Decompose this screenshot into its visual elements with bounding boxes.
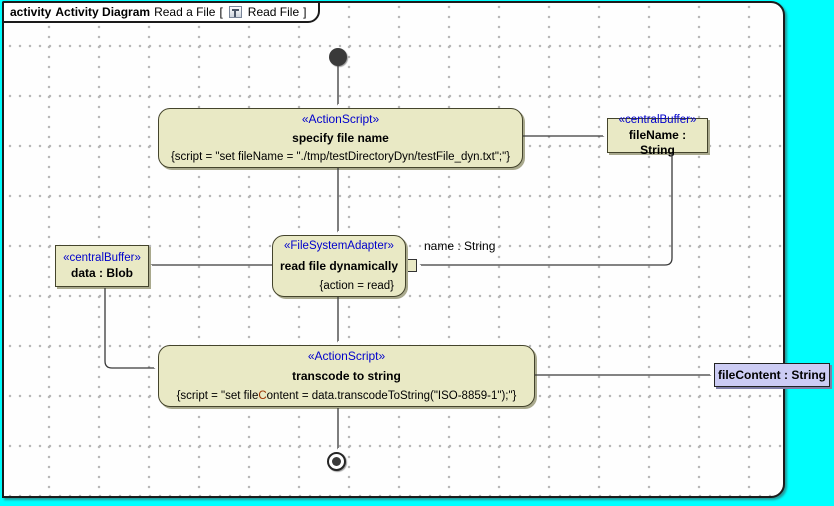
initial-node[interactable] (329, 48, 347, 66)
script-prefix: {script = "set file (176, 390, 259, 402)
action-script-label: {script = "set fileContent = data.transc… (162, 389, 531, 403)
buffer-name-label: fileName : String (628, 128, 687, 157)
object-name-label: fileContent : String (718, 368, 826, 382)
bracket-open: [ (219, 4, 223, 19)
script-highlight-char: C (258, 390, 267, 402)
stereotype-label: «ActionScript» (301, 112, 380, 126)
stereotype-label: «ActionScript» (307, 349, 386, 363)
buffer-name-label: data : Blob (71, 266, 133, 280)
diagram-ref-label: Read File (247, 4, 300, 19)
frame-title-label: Activity Diagram (55, 4, 151, 19)
object-node-filecontent[interactable]: fileContent : String (714, 363, 830, 387)
action-name-label: transcode to string (292, 368, 401, 383)
action-constraint-label: {action = read} (319, 280, 395, 292)
activity-diagram-icon (228, 5, 242, 18)
action-script-label: {script = "set fileName = "./tmp/testDir… (170, 151, 511, 163)
action-transcode-to-string[interactable]: «ActionScript» transcode to string {scri… (158, 345, 535, 407)
activity-final-node[interactable] (327, 452, 346, 471)
frame-kind-label: activity (10, 4, 52, 19)
final-node-dot (332, 457, 341, 466)
action-specify-file-name[interactable]: «ActionScript» specify file name {script… (158, 108, 523, 168)
bracket-close: ] (303, 4, 307, 19)
stereotype-label: «centralBuffer» (63, 252, 141, 264)
centralbuffer-data[interactable]: «centralBuffer» data : Blob (55, 245, 149, 287)
stereotype-label: «FileSystemAdapter» (284, 240, 394, 252)
script-suffix: ontent = data.transcodeToString("ISO-885… (266, 390, 517, 402)
diagram-name-label: Read a File (154, 4, 216, 19)
centralbuffer-filename[interactable]: «centralBuffer» fileName : String (607, 114, 708, 157)
action-read-file-dynamically[interactable]: «FileSystemAdapter» read file dynamicall… (272, 235, 406, 297)
pin-type-label: name : String (424, 239, 496, 253)
action-name-label: specify file name (292, 130, 389, 145)
diagram-frame-tab[interactable]: activity Activity Diagram Read a File [ … (2, 1, 321, 23)
action-name-label: read file dynamically (279, 258, 399, 273)
stereotype-label: «centralBuffer» (618, 114, 697, 126)
